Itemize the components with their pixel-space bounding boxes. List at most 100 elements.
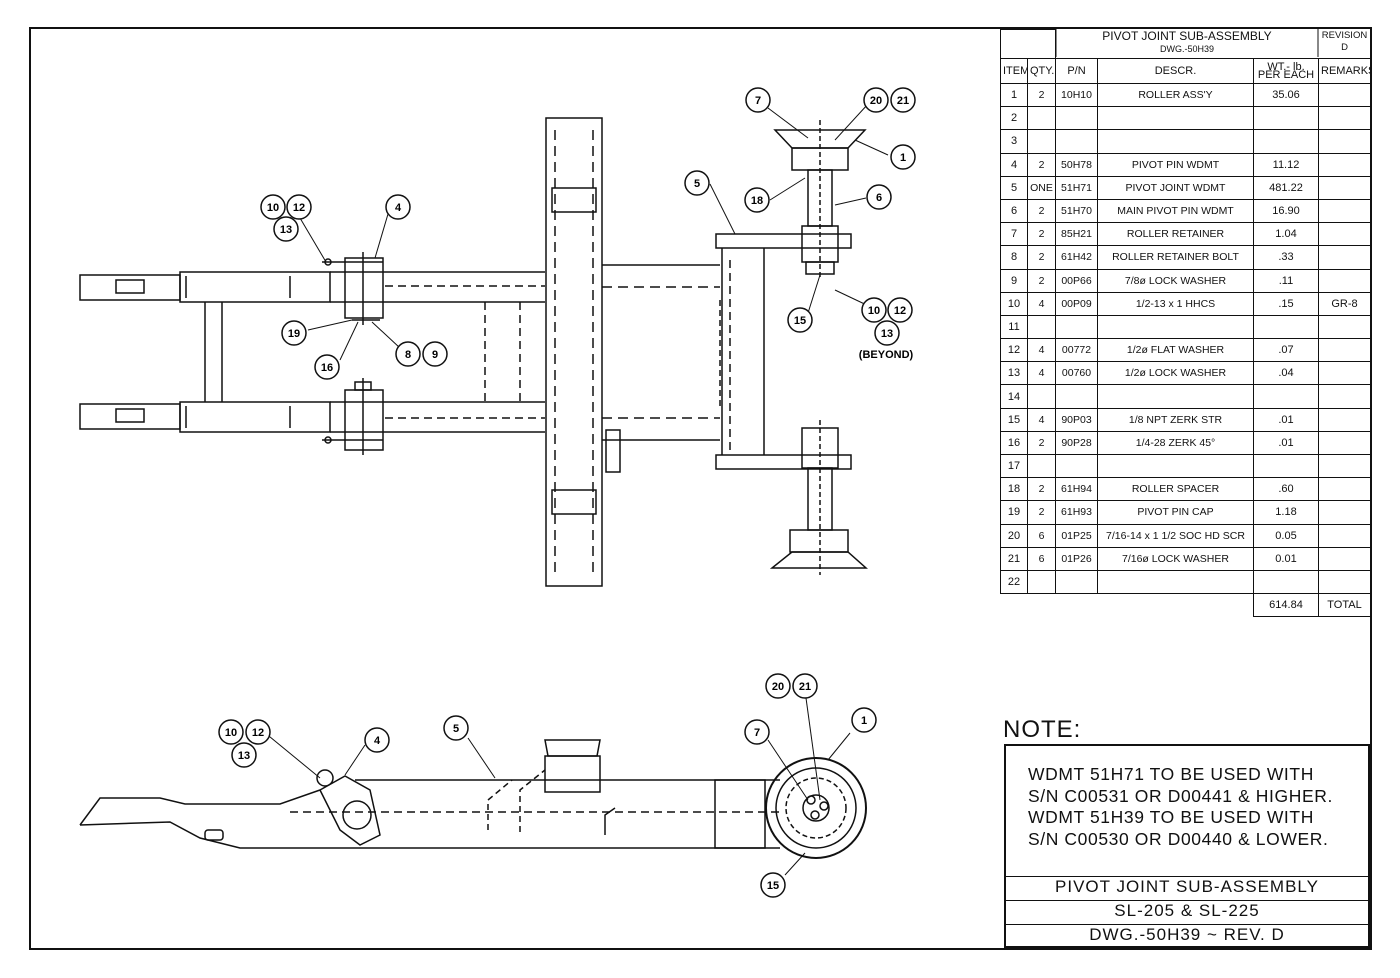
callout-number: 13 bbox=[280, 224, 292, 236]
cell-descr: 1/2ø FLAT WASHER bbox=[1097, 338, 1254, 363]
cell-remarks bbox=[1318, 245, 1371, 270]
cell-qty bbox=[1027, 129, 1056, 154]
cell-qty bbox=[1027, 569, 1056, 595]
cell-remarks bbox=[1318, 198, 1371, 224]
cell-wt bbox=[1253, 453, 1319, 479]
cell-pn: 01P25 bbox=[1055, 523, 1098, 548]
cell-wt: .60 bbox=[1253, 477, 1319, 502]
cell-pn bbox=[1055, 106, 1098, 131]
cell-pn: 90P28 bbox=[1055, 430, 1098, 456]
callout-circle bbox=[745, 87, 771, 113]
cell-item: 17 bbox=[1000, 453, 1028, 479]
cell-wt: .01 bbox=[1253, 407, 1319, 432]
cell-item: 9 bbox=[1000, 268, 1028, 293]
table-revision-cell: REVISION D bbox=[1319, 30, 1370, 56]
cell-wt: 1.04 bbox=[1253, 222, 1319, 247]
callout-balloon: 12 bbox=[887, 297, 913, 323]
cell-item: 15 bbox=[1000, 407, 1028, 432]
cell-descr: 1/2-13 x 1 HHCS bbox=[1097, 291, 1254, 316]
callout-number: 10 bbox=[225, 727, 237, 739]
cell-wt: .01 bbox=[1253, 430, 1319, 456]
callout-number: 19 bbox=[288, 328, 300, 340]
cell-pn bbox=[1055, 453, 1098, 479]
cell-remarks bbox=[1318, 453, 1371, 479]
col-qty: QTY. bbox=[1027, 58, 1056, 84]
cell-remarks bbox=[1318, 222, 1371, 247]
cell-wt: .33 bbox=[1253, 245, 1319, 270]
title-block-dwg: DWG.-50H39 ~ REV. D bbox=[1089, 925, 1285, 944]
callout-balloon: 7 bbox=[744, 719, 770, 745]
cell-remarks bbox=[1318, 569, 1371, 595]
cell-descr: 7/16-14 x 1 1/2 SOC HD SCR bbox=[1097, 523, 1254, 548]
callout-circle bbox=[245, 719, 271, 745]
cell-qty: 4 bbox=[1027, 361, 1056, 386]
cell-descr: 7/16ø LOCK WASHER bbox=[1097, 546, 1254, 571]
callout-circle bbox=[760, 872, 786, 898]
table-row: 14 bbox=[1000, 384, 1371, 409]
cell-wt: 16.90 bbox=[1253, 198, 1319, 224]
col-pn: P/N bbox=[1055, 58, 1098, 84]
callout-circle bbox=[231, 742, 257, 768]
title-block-models: SL-205 & SL-225 bbox=[1114, 901, 1260, 920]
callout-circle bbox=[765, 673, 791, 699]
cell-remarks bbox=[1318, 175, 1371, 200]
cell-descr: 1/4-28 ZERK 45° bbox=[1097, 430, 1254, 456]
cell-remarks bbox=[1318, 523, 1371, 548]
drawing-border bbox=[29, 27, 1372, 950]
callout-balloon: 4 bbox=[364, 727, 390, 753]
col-descr: DESCR. bbox=[1097, 58, 1254, 84]
cell-descr: 1/2ø LOCK WASHER bbox=[1097, 361, 1254, 386]
cell-wt: 1.18 bbox=[1253, 500, 1319, 525]
callout-circle bbox=[281, 320, 307, 346]
callout-number: 12 bbox=[293, 202, 305, 214]
callout-balloon: 6 bbox=[866, 184, 892, 210]
callout-balloon: 7 bbox=[745, 87, 771, 113]
leader-lines bbox=[263, 103, 889, 876]
callout-balloon: 21 bbox=[792, 673, 818, 699]
callout-number: 7 bbox=[755, 95, 761, 107]
cell-remarks bbox=[1318, 384, 1371, 409]
cell-remarks bbox=[1318, 407, 1371, 432]
title-block-divider bbox=[1004, 924, 1370, 925]
callout-balloon: 12 bbox=[245, 719, 271, 745]
cell-pn: 01P26 bbox=[1055, 546, 1098, 571]
callout-balloon: 1 bbox=[890, 144, 916, 170]
callout-number: 15 bbox=[794, 315, 806, 327]
callout-number: 5 bbox=[694, 178, 700, 190]
callout-number: 13 bbox=[881, 328, 893, 340]
cell-wt: .15 bbox=[1253, 291, 1319, 316]
callout-balloon: 15 bbox=[760, 872, 786, 898]
callout-number: 6 bbox=[876, 192, 882, 204]
callout-number: 8 bbox=[405, 349, 411, 361]
callout-number: 4 bbox=[374, 735, 381, 747]
callout-number: 7 bbox=[754, 727, 760, 739]
cell-qty bbox=[1027, 453, 1056, 479]
cell-wt bbox=[1253, 314, 1319, 340]
cell-pn: 51H71 bbox=[1055, 175, 1098, 200]
callout-circle bbox=[744, 187, 770, 213]
callout-circle bbox=[787, 307, 813, 333]
callout-balloon: 10 bbox=[218, 719, 244, 745]
note-text: WDMT 51H71 TO BE USED WITH S/N C00531 OR… bbox=[1028, 764, 1333, 849]
cell-descr: ROLLER ASS'Y bbox=[1097, 82, 1254, 108]
cell-pn: 00P66 bbox=[1055, 268, 1098, 293]
cell-pn bbox=[1055, 314, 1098, 340]
cell-item: 5 bbox=[1000, 175, 1028, 200]
center-beam bbox=[545, 117, 603, 587]
cell-remarks bbox=[1318, 106, 1371, 131]
callout-number: 15 bbox=[767, 880, 779, 892]
cell-remarks bbox=[1318, 500, 1371, 525]
cell-pn: 61H42 bbox=[1055, 245, 1098, 270]
callout-circle bbox=[314, 354, 340, 380]
title-block-divider bbox=[1004, 876, 1370, 877]
revision-label: REVISION bbox=[1321, 30, 1368, 41]
cell-remarks bbox=[1318, 430, 1371, 456]
callout-circle bbox=[866, 184, 892, 210]
beyond-label: (BEYOND) bbox=[859, 349, 914, 361]
total-label: TOTAL bbox=[1318, 593, 1371, 618]
